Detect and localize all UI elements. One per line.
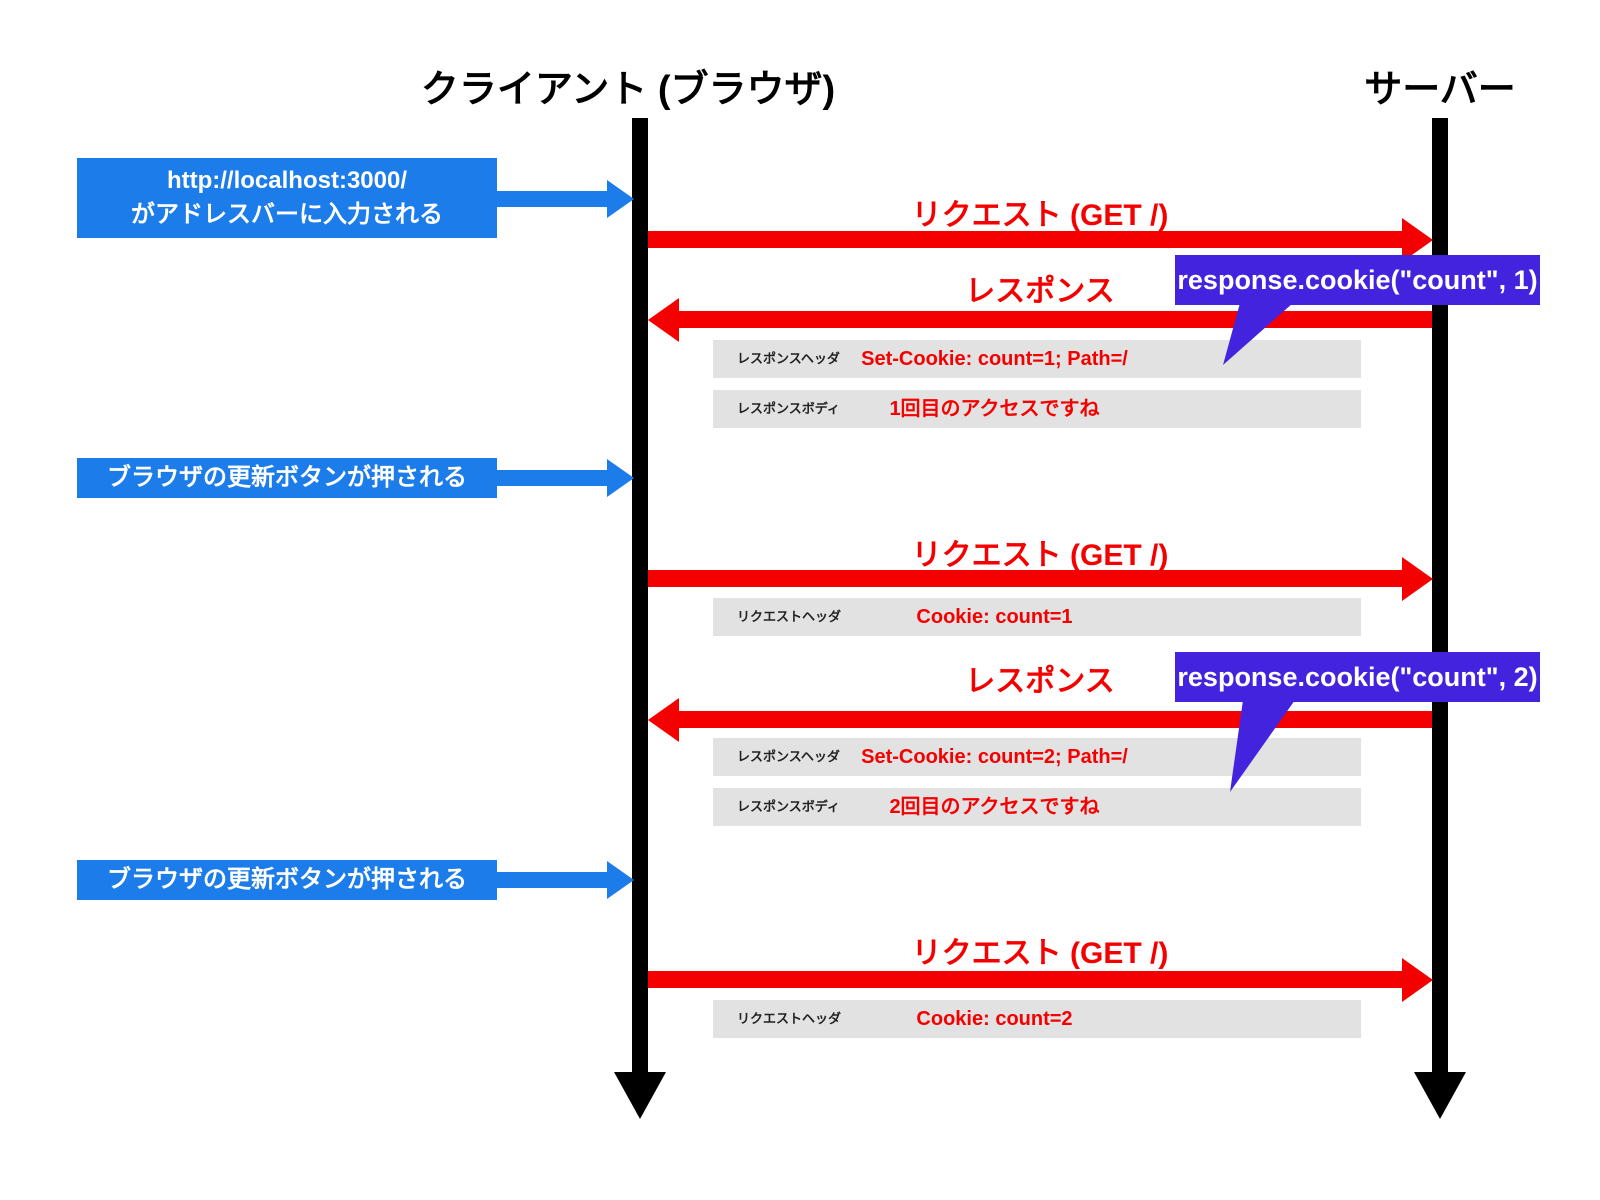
detail-row-request-header-2: リクエストヘッダ Cookie: count=2 [713, 1000, 1361, 1038]
row-label: レスポンスヘッダ [737, 351, 840, 366]
row-value: Cookie: count=2 [916, 1008, 1073, 1030]
event-arrow [497, 872, 607, 888]
event-box-url-entered: http://localhost:3000/ がアドレスバーに入力される [77, 158, 497, 238]
message-arrow-head-icon [1402, 958, 1433, 1002]
row-label: レスポンスボディ [737, 799, 840, 814]
message-arrow-response-2 [678, 711, 1432, 728]
event-text-line: http://localhost:3000/ [166, 167, 408, 194]
server-actor-title: サーバー [1364, 69, 1516, 111]
client-actor-title: クライアント (ブラウザ) [420, 69, 836, 111]
message-arrow-head-icon [648, 698, 679, 742]
message-arrow-request-3 [648, 971, 1402, 988]
event-arrow [497, 191, 607, 207]
detail-row-request-header-1: リクエストヘッダ Cookie: count=1 [713, 598, 1361, 636]
client-lifeline [632, 118, 648, 1073]
message-label-request-2: リクエスト (GET /) [911, 539, 1169, 572]
event-text-line: がアドレスバーに入力される [131, 201, 443, 228]
event-arrow-head-icon [607, 459, 634, 497]
event-arrow-head-icon [607, 861, 634, 899]
message-arrow-head-icon [1402, 557, 1433, 601]
message-arrow-response-1 [678, 311, 1432, 328]
client-lifeline-arrow-icon [614, 1072, 666, 1119]
callout-tail-icon [1223, 303, 1293, 365]
callout-response-cookie-2: response.cookie("count", 2) [1175, 652, 1540, 702]
server-lifeline-arrow-icon [1414, 1072, 1466, 1119]
callout-response-cookie-1: response.cookie("count", 1) [1175, 255, 1540, 305]
message-label-request-3: リクエスト (GET /) [911, 937, 1169, 970]
row-value: Set-Cookie: count=1; Path=/ [861, 348, 1128, 370]
row-value: 2回目のアクセスですね [889, 796, 1100, 818]
message-arrow-head-icon [648, 298, 679, 342]
event-arrow [497, 470, 607, 486]
message-arrow-request-1 [648, 231, 1402, 248]
row-value: Set-Cookie: count=2; Path=/ [861, 746, 1128, 768]
row-label: レスポンスヘッダ [737, 749, 840, 764]
row-label: レスポンスボディ [737, 401, 840, 416]
callout-tail-icon [1230, 700, 1295, 792]
detail-row-response-header-1: レスポンスヘッダ Set-Cookie: count=1; Path=/ [713, 340, 1361, 378]
server-lifeline [1432, 118, 1448, 1073]
event-arrow-head-icon [607, 180, 634, 218]
detail-row-response-body-2: レスポンスボディ 2回目のアクセスですね [713, 788, 1361, 826]
row-label: リクエストヘッダ [737, 1011, 842, 1026]
row-label: リクエストヘッダ [737, 609, 842, 624]
event-box-refresh-2: ブラウザの更新ボタンが押される [77, 860, 497, 900]
row-value: 1回目のアクセスですね [889, 398, 1100, 420]
message-arrow-request-2 [648, 570, 1402, 587]
message-arrow-head-icon [1402, 218, 1433, 262]
message-label-request-1: リクエスト (GET /) [911, 199, 1169, 232]
row-value: Cookie: count=1 [916, 606, 1073, 628]
detail-row-response-body-1: レスポンスボディ 1回目のアクセスですね [713, 390, 1361, 428]
message-label-response-2: レスポンス [965, 665, 1115, 698]
event-box-refresh-1: ブラウザの更新ボタンが押される [77, 458, 497, 498]
message-label-response-1: レスポンス [965, 275, 1115, 308]
